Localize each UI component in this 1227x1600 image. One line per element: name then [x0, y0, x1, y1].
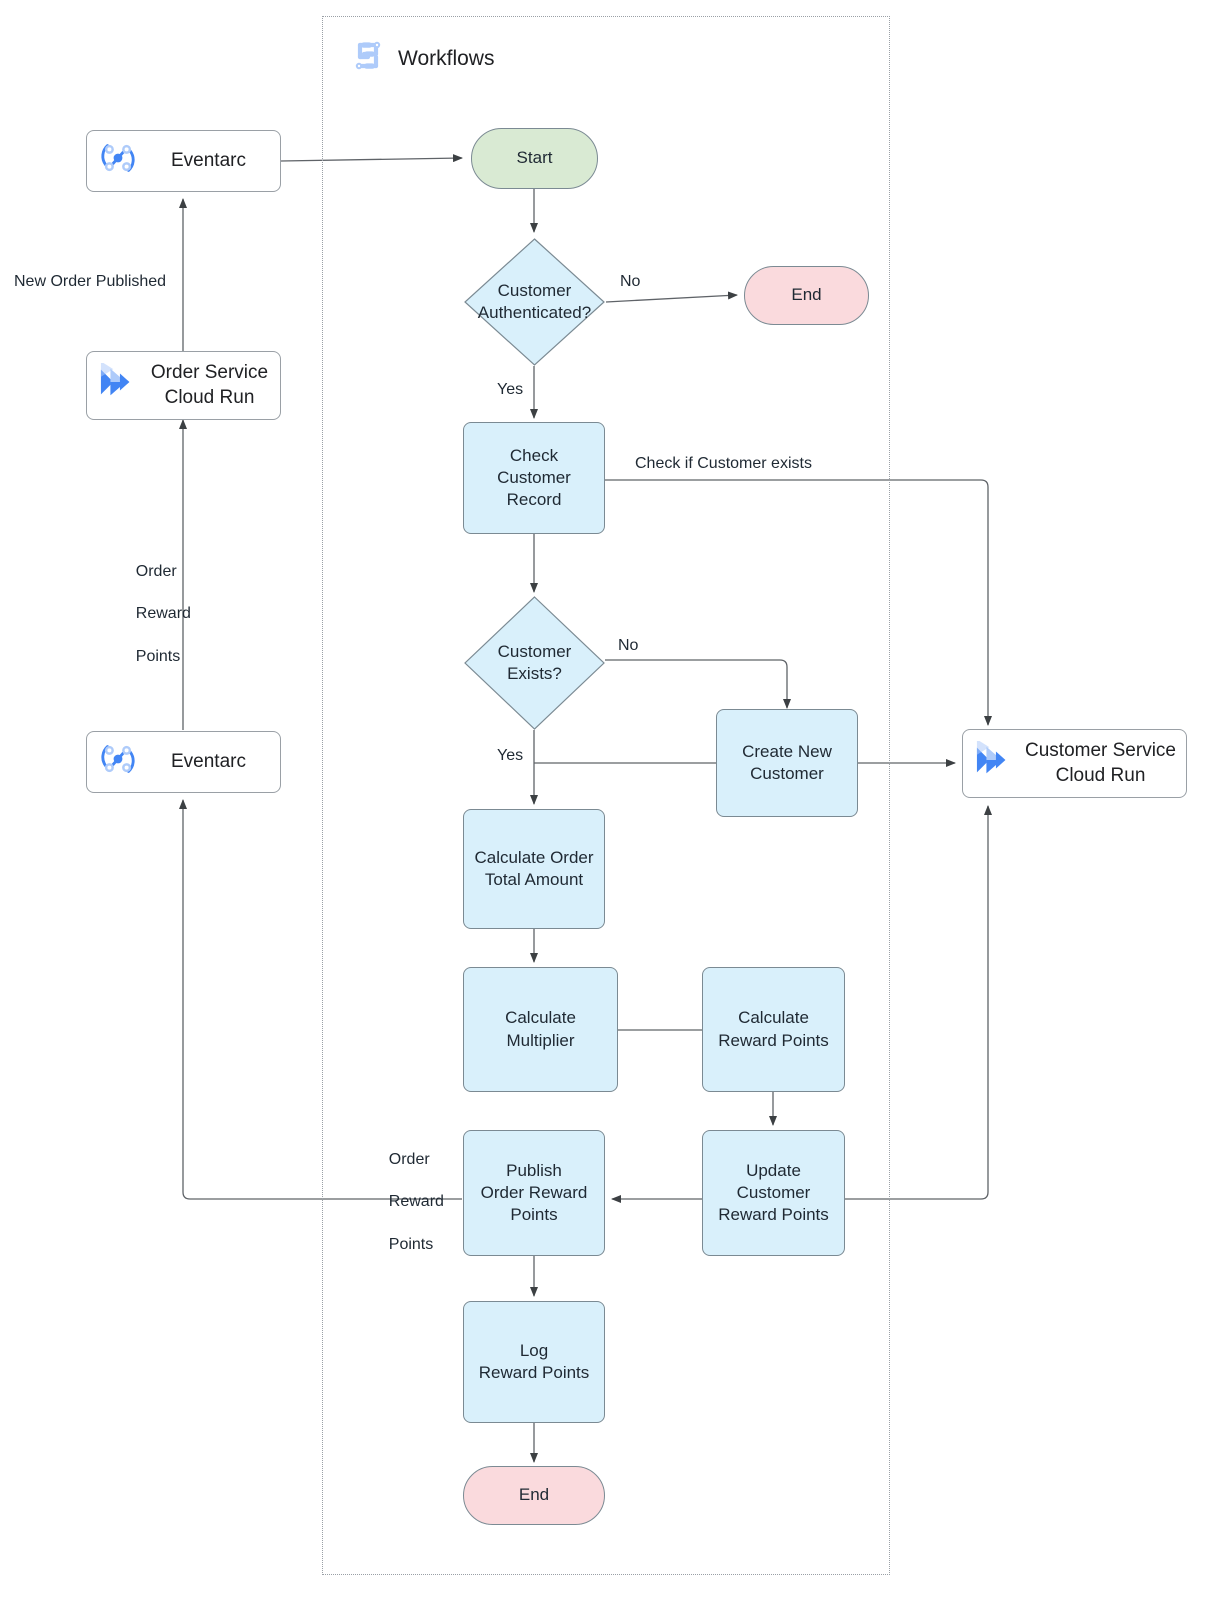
service-eventarc-bottom[interactable]: Eventarc — [86, 731, 281, 793]
customer-service-line2: Cloud Run — [1055, 764, 1146, 786]
workflows-container-title: Workflows — [348, 36, 494, 81]
eventarc-icon — [97, 738, 139, 786]
edge-label-new-order-published: New Order Published — [14, 273, 167, 290]
node-calculate-multiplier[interactable]: Calculate Multiplier — [463, 967, 618, 1092]
node-start[interactable]: Start — [471, 128, 598, 189]
create-line2: Customer — [750, 764, 824, 783]
multiplier-line2: Multiplier — [506, 1030, 575, 1050]
node-update-customer-reward-points-label: Update Customer Reward Points — [718, 1160, 829, 1226]
check-line3: Record — [506, 490, 562, 510]
workflows-container — [322, 16, 890, 1575]
check-line1: Check — [509, 445, 559, 465]
service-eventarc-top[interactable]: Eventarc — [86, 130, 281, 192]
eventarc-icon — [97, 137, 139, 185]
node-customer-exists[interactable]: Customer Exists? — [464, 596, 605, 730]
node-end-top[interactable]: End — [744, 266, 869, 325]
edge-label-no-authenticated: No — [620, 273, 641, 290]
node-check-customer-record[interactable]: Check Customer Record — [463, 422, 605, 534]
publish-line3: Points — [510, 1205, 558, 1225]
orp-left-l2: Reward — [135, 605, 191, 623]
node-end-bottom[interactable]: End — [463, 1466, 605, 1525]
calcreward-line2: Reward Points — [718, 1030, 829, 1050]
total-line1: Calculate Order — [474, 847, 594, 867]
service-customer-service-cloud-run[interactable]: Customer Service Cloud Run — [962, 729, 1187, 798]
workflows-icon — [348, 36, 388, 81]
orp-bot-l1: Order — [388, 1151, 430, 1169]
node-customer-exists-label: Customer Exists? — [464, 596, 605, 730]
calcreward-line1: Calculate — [738, 1008, 809, 1028]
edge-label-yes-exists: Yes — [497, 747, 524, 764]
publish-line2: Order Reward — [480, 1182, 588, 1202]
service-order-service-cloud-run[interactable]: Order Service Cloud Run — [86, 351, 281, 420]
exists-line2: Exists? — [507, 664, 562, 683]
orp-left-l1: Order — [135, 563, 177, 581]
order-service-line2: Cloud Run — [164, 386, 255, 408]
node-calculate-reward-points-label: Calculate Reward Points — [718, 1007, 829, 1051]
edge-label-order-reward-points-left: Order Reward Points — [118, 540, 191, 688]
cloud-run-icon — [973, 739, 1017, 785]
node-calculate-reward-points[interactable]: Calculate Reward Points — [702, 967, 845, 1092]
update-line1: Update — [746, 1160, 801, 1180]
cloud-run-icon — [97, 361, 141, 407]
orp-bot-l3: Points — [388, 1235, 434, 1253]
check-line2: Customer — [497, 467, 571, 487]
edge-label-order-reward-points-bottom: Order Reward Points — [371, 1128, 444, 1276]
node-publish-order-reward-points[interactable]: Publish Order Reward Points — [463, 1130, 605, 1256]
node-end-top-label: End — [791, 285, 822, 305]
exists-line1: Customer — [497, 641, 572, 661]
node-end-bottom-label: End — [518, 1485, 550, 1505]
orp-left-l3: Points — [135, 647, 181, 665]
log-line2: Reward Points — [478, 1363, 590, 1382]
workflows-label: Workflows — [398, 46, 495, 70]
node-calculate-order-total-label: Calculate Order Total Amount — [474, 847, 593, 891]
node-create-new-customer-label: Create New Customer — [742, 741, 832, 785]
publish-line1: Publish — [506, 1160, 562, 1180]
orp-bot-l2: Reward — [388, 1193, 444, 1211]
update-line2: Customer — [736, 1182, 811, 1202]
node-check-customer-record-label: Check Customer Record — [497, 445, 571, 511]
auth-line2: Authenticated? — [477, 303, 592, 322]
node-update-customer-reward-points[interactable]: Update Customer Reward Points — [702, 1130, 845, 1256]
order-service-line1: Order Service — [150, 361, 269, 383]
node-customer-authenticated-label: Customer Authenticated? — [464, 238, 605, 366]
node-create-new-customer[interactable]: Create New Customer — [716, 709, 858, 817]
edge-label-yes-authenticated: Yes — [497, 381, 524, 398]
node-calculate-order-total[interactable]: Calculate Order Total Amount — [463, 809, 605, 929]
update-line3: Reward Points — [718, 1205, 829, 1225]
service-customer-service-cloud-run-label: Customer Service Cloud Run — [1025, 739, 1176, 788]
node-publish-order-reward-points-label: Publish Order Reward Points — [481, 1160, 588, 1226]
node-calculate-multiplier-label: Calculate Multiplier — [505, 1007, 576, 1051]
node-customer-authenticated[interactable]: Customer Authenticated? — [464, 238, 605, 366]
create-line1: Create New — [742, 741, 832, 761]
service-order-service-cloud-run-label: Order Service Cloud Run — [149, 361, 270, 410]
node-log-reward-points-label: Log Reward Points — [479, 1340, 590, 1384]
node-log-reward-points[interactable]: Log Reward Points — [463, 1301, 605, 1423]
service-eventarc-top-label: Eventarc — [171, 149, 246, 171]
edge-label-no-exists: No — [618, 637, 639, 654]
multiplier-line1: Calculate — [505, 1008, 576, 1028]
node-start-label: Start — [516, 148, 553, 168]
auth-line1: Customer — [497, 280, 572, 300]
customer-service-line1: Customer Service — [1025, 739, 1176, 761]
log-line1: Log — [519, 1340, 549, 1360]
edge-label-check-if-customer-exists: Check if Customer exists — [635, 455, 812, 472]
service-eventarc-bottom-label: Eventarc — [171, 750, 246, 772]
total-line2: Total Amount — [484, 870, 584, 889]
